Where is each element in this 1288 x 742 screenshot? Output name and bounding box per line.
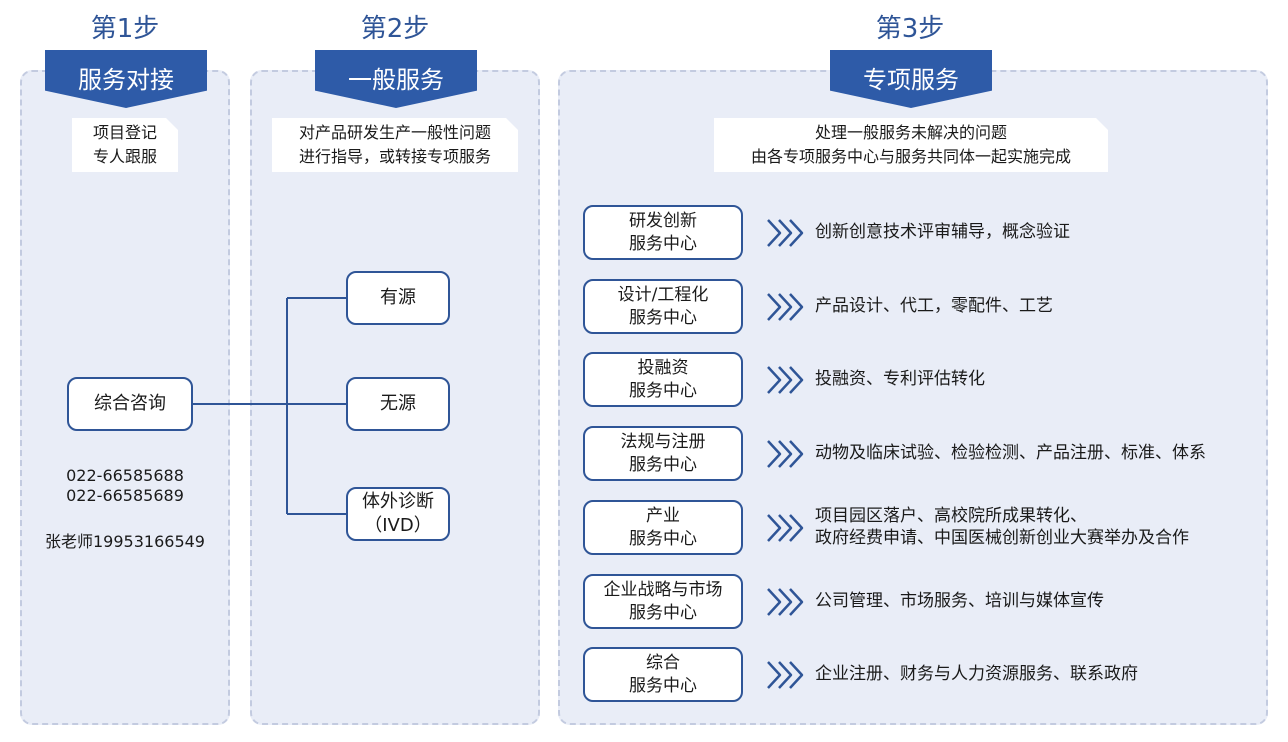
double-chevron-right-icon bbox=[767, 514, 804, 542]
step2-note-line1: 对产品研发生产一般性问题 bbox=[298, 123, 491, 142]
service-center-name-line2: 服务中心 bbox=[629, 307, 697, 328]
service-center-description-line1: 公司管理、市场服务、培训与媒体宣传 bbox=[815, 591, 1104, 611]
service-center-box: 投融资服务中心 bbox=[583, 352, 743, 407]
service-center-name-line1: 研发创新 bbox=[629, 210, 697, 231]
service-center-name-line1: 企业战略与市场 bbox=[603, 579, 723, 600]
service-center-name-line1: 产业 bbox=[646, 505, 680, 526]
general-consult-box: 综合咨询 bbox=[67, 377, 193, 431]
service-center-description: 企业注册、财务与人力资源服务、联系政府 bbox=[815, 663, 1255, 685]
service-center-box: 产业服务中心 bbox=[583, 500, 743, 555]
service-center-description-line1: 创新创意技术评审辅导，概念验证 bbox=[815, 222, 1070, 242]
step2-note: 对产品研发生产一般性问题 进行指导，或转接专项服务 bbox=[272, 118, 518, 172]
double-chevron-right-icon bbox=[767, 293, 804, 321]
double-chevron-right-icon bbox=[767, 219, 804, 247]
service-center-description: 公司管理、市场服务、培训与媒体宣传 bbox=[815, 590, 1255, 612]
service-center-name-line1: 设计/工程化 bbox=[617, 284, 709, 305]
service-center-description: 创新创意技术评审辅导，概念验证 bbox=[815, 221, 1255, 243]
service-center-box: 综合服务中心 bbox=[583, 647, 743, 702]
service-center-description-line1: 动物及临床试验、检验检测、产品注册、标准、体系 bbox=[815, 443, 1206, 463]
service-center-name-line2: 服务中心 bbox=[629, 675, 697, 696]
service-center-box: 研发创新服务中心 bbox=[583, 205, 743, 260]
step3-title-banner: 专项服务 bbox=[830, 50, 992, 108]
step1-note-line1: 项目登记 bbox=[92, 123, 157, 142]
service-center-description-line1: 产品设计、代工，零配件、工艺 bbox=[815, 296, 1053, 316]
step3-note-line1: 处理一般服务未解决的问题 bbox=[814, 123, 1007, 142]
contact-person: 张老师19953166549 bbox=[45, 532, 205, 551]
service-center-description-line2: 政府经费申请、中国医械创新创业大赛举办及合作 bbox=[815, 528, 1189, 548]
service-center-name-line2: 服务中心 bbox=[629, 454, 697, 475]
double-chevron-right-icon bbox=[767, 440, 804, 468]
service-center-description: 投融资、专利评估转化 bbox=[815, 368, 1255, 390]
double-chevron-right-icon bbox=[767, 661, 804, 689]
service-center-name-line1: 法规与注册 bbox=[620, 431, 706, 452]
service-center-name-line2: 服务中心 bbox=[629, 528, 697, 549]
service-center-name-line2: 服务中心 bbox=[629, 233, 697, 254]
branch-ivd-box: 体外诊断 （IVD） bbox=[346, 487, 450, 541]
service-center-name-line2: 服务中心 bbox=[629, 380, 697, 401]
branch-active-label: 有源 bbox=[380, 287, 416, 308]
branch-active-box: 有源 bbox=[346, 271, 450, 325]
step1-note: 项目登记 专人跟服 bbox=[72, 118, 178, 172]
service-center-description: 动物及临床试验、检验检测、产品注册、标准、体系 bbox=[815, 442, 1255, 464]
branch-ivd-label-line1: 体外诊断 bbox=[362, 491, 434, 512]
service-center-description: 产品设计、代工，零配件、工艺 bbox=[815, 295, 1255, 317]
step1-label: 第1步 bbox=[90, 14, 160, 44]
step2-label: 第2步 bbox=[360, 14, 430, 44]
step3-label: 第3步 bbox=[875, 14, 945, 44]
service-center-box: 企业战略与市场服务中心 bbox=[583, 574, 743, 629]
service-center-box: 法规与注册服务中心 bbox=[583, 426, 743, 481]
branch-passive-label: 无源 bbox=[380, 393, 416, 414]
service-center-name-line2: 服务中心 bbox=[629, 602, 697, 623]
phone-2: 022-66585689 bbox=[66, 486, 184, 505]
general-consult-label: 综合咨询 bbox=[94, 393, 166, 414]
branch-passive-box: 无源 bbox=[346, 377, 450, 431]
double-chevron-right-icon bbox=[767, 588, 804, 616]
service-center-description: 项目园区落户、高校院所成果转化、政府经费申请、中国医械创新创业大赛举办及合作 bbox=[815, 505, 1255, 549]
step2-note-line2: 进行指导，或转接专项服务 bbox=[298, 147, 491, 166]
service-center-description-line1: 投融资、专利评估转化 bbox=[815, 369, 985, 389]
step1-note-line2: 专人跟服 bbox=[92, 147, 157, 166]
service-center-box: 设计/工程化服务中心 bbox=[583, 279, 743, 334]
phone-1: 022-66585688 bbox=[66, 466, 184, 485]
service-center-description-line1: 项目园区落户、高校院所成果转化、 bbox=[815, 506, 1087, 526]
step3-note-line2: 由各专项服务中心与服务共同体一起实施完成 bbox=[750, 147, 1071, 166]
branch-ivd-label-line2: （IVD） bbox=[364, 515, 432, 536]
step3-note: 处理一般服务未解决的问题 由各专项服务中心与服务共同体一起实施完成 bbox=[714, 118, 1108, 172]
service-center-name-line1: 综合 bbox=[646, 652, 680, 673]
service-center-description-line1: 企业注册、财务与人力资源服务、联系政府 bbox=[815, 664, 1138, 684]
double-chevron-right-icon bbox=[767, 366, 804, 394]
service-center-name-line1: 投融资 bbox=[637, 357, 689, 378]
